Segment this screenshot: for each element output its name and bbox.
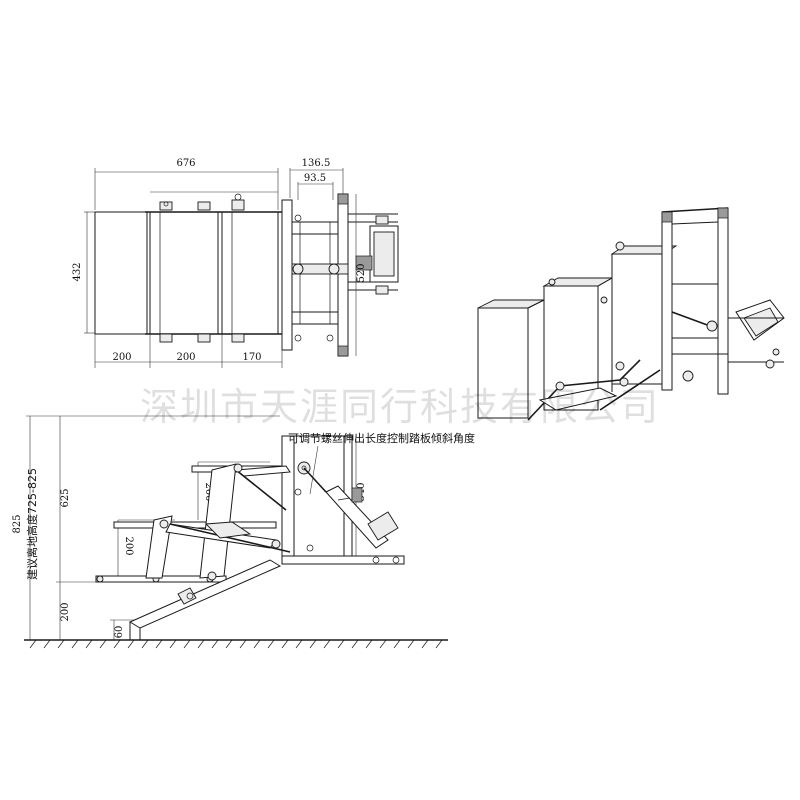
dim-step-upper: 200 <box>203 482 214 501</box>
frame-column-left <box>281 435 295 561</box>
ground-hatch <box>29 639 443 649</box>
isometric-view <box>477 207 785 421</box>
dim-432: 432 <box>72 262 83 281</box>
pedal-plate-1 <box>94 211 148 335</box>
top-view: 676 136.5 93.5 432 <box>72 158 399 368</box>
pedal-plate-3 <box>221 211 279 335</box>
dim-200-floor: 200 <box>60 602 71 621</box>
dim-step-lower: 200 <box>123 536 134 555</box>
note-recommended-height: 建议离地高度725-825 <box>25 468 39 580</box>
dim-520: 520 <box>356 263 367 282</box>
note-adjust-screw: 可调节螺丝伸出长度控制踏板倾斜角度 <box>288 431 475 445</box>
pedal-plate-2 <box>149 211 219 335</box>
company-watermark: 深圳市天涯同行科技有限公司 <box>140 385 660 429</box>
dim-136-5: 136.5 <box>302 158 331 169</box>
dim-676: 676 <box>176 158 195 169</box>
dim-170: 170 <box>242 352 261 363</box>
dim-625: 625 <box>60 488 71 507</box>
dim-200-a: 200 <box>112 352 131 363</box>
dim-93-5: 93.5 <box>304 173 326 184</box>
dim-825: 825 <box>12 514 23 533</box>
dim-60: 60 <box>114 626 125 639</box>
side-view: 825 建议离地高度725-825 625 200 60 200 200 540 <box>12 415 475 649</box>
dim-200-b: 200 <box>176 352 195 363</box>
